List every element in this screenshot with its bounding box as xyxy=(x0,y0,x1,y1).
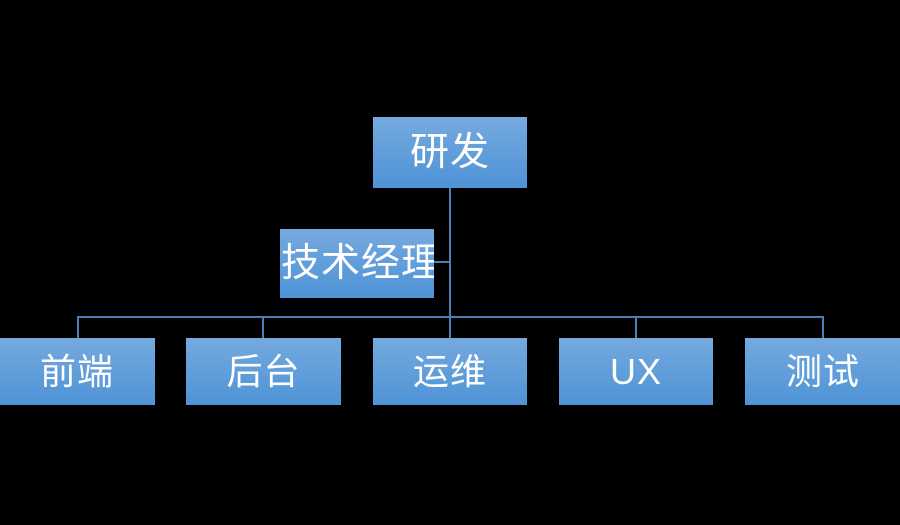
node-child-ux-label: UX xyxy=(609,350,662,392)
connector-root-to-bus xyxy=(449,188,451,317)
node-assistant-label: 技术经理 xyxy=(281,242,434,285)
node-assistant-tech-manager[interactable]: 技术经理 xyxy=(280,229,434,298)
node-child-frontend[interactable]: 前端 xyxy=(0,338,155,405)
node-child-backend[interactable]: 后台 xyxy=(186,338,341,405)
node-child-ux[interactable]: UX xyxy=(559,338,713,405)
node-root-rnd[interactable]: 研发 xyxy=(373,117,527,188)
connector-drop-ux xyxy=(635,317,637,338)
connector-drop-qa xyxy=(822,317,824,338)
connector-drop-frontend xyxy=(77,317,79,338)
node-child-qa-label: 测试 xyxy=(785,350,860,392)
node-child-frontend-label: 前端 xyxy=(39,350,114,392)
connector-drop-backend xyxy=(262,317,264,338)
node-root-label: 研发 xyxy=(409,131,490,174)
node-child-ops[interactable]: 运维 xyxy=(373,338,527,405)
connector-drop-ops xyxy=(449,317,451,338)
node-child-ops-label: 运维 xyxy=(412,350,487,392)
node-child-qa[interactable]: 测试 xyxy=(745,338,900,405)
node-child-backend-label: 后台 xyxy=(226,350,301,392)
connector-assistant-stub xyxy=(434,261,450,263)
